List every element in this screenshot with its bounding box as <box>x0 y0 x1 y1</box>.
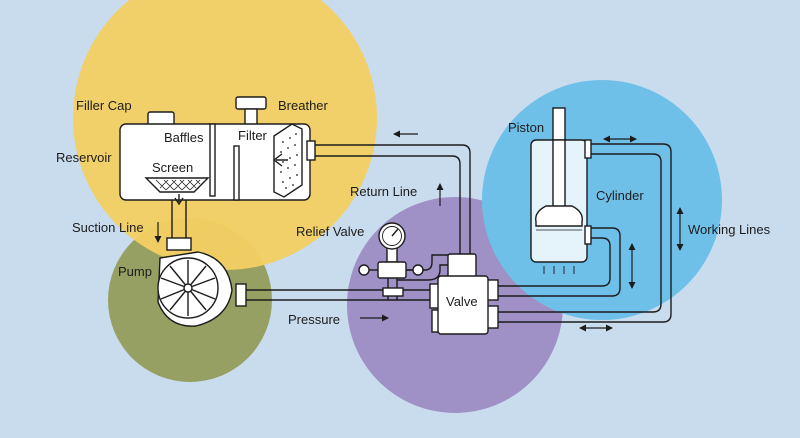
label-breather: Breather <box>278 98 329 113</box>
baffle <box>209 123 216 197</box>
cylinder <box>530 107 592 274</box>
suction-line-pipe <box>171 200 187 240</box>
label-reservoir: Reservoir <box>56 150 112 165</box>
label-pump: Pump <box>118 264 152 279</box>
label-suction-line: Suction Line <box>72 220 144 235</box>
filler-cap <box>147 111 175 126</box>
piston-head <box>535 205 583 227</box>
pump-vanes <box>160 260 216 316</box>
return-port <box>306 140 316 161</box>
relief-port <box>382 287 404 297</box>
working-line-outer <box>498 143 672 323</box>
screen-arrow <box>174 194 184 206</box>
filter-mesh <box>280 133 298 189</box>
relief-branch-pipe <box>387 254 452 300</box>
pump <box>157 251 233 327</box>
label-relief-valve: Relief Valve <box>296 224 364 239</box>
label-working-lines: Working Lines <box>688 222 771 237</box>
pressure-gauge-inner <box>382 226 402 246</box>
reservoir-tank <box>119 96 316 206</box>
gauge-needle <box>391 228 399 237</box>
relief-handwheel <box>358 264 370 276</box>
valve-top-port <box>447 253 477 279</box>
baffle <box>233 145 240 201</box>
relief-handwheel <box>412 264 424 276</box>
pressure-coupling <box>235 283 247 307</box>
working-line-inner <box>498 227 621 297</box>
label-filter: Filter <box>238 128 268 143</box>
label-valve: Valve <box>446 294 478 309</box>
cylinder-fluid-marks <box>543 266 575 274</box>
label-return-line: Return Line <box>350 184 417 199</box>
label-baffles: Baffles <box>164 130 204 145</box>
filter-arrow <box>272 153 288 167</box>
label-cylinder: Cylinder <box>596 188 644 203</box>
cylinder-port <box>584 139 592 159</box>
label-pressure: Pressure <box>288 312 340 327</box>
return-line-pipe <box>312 144 471 256</box>
screen-mesh <box>155 179 201 191</box>
labels: Filler Cap Breather Baffles Filter Reser… <box>56 98 771 327</box>
zones <box>73 0 722 413</box>
valve-body <box>437 275 489 335</box>
flow-arrows <box>154 130 684 332</box>
breather-neck <box>244 108 258 126</box>
label-filler-cap: Filler Cap <box>76 98 132 113</box>
directional-valve <box>429 253 499 335</box>
relief-valve-body <box>377 261 407 279</box>
pipes <box>166 143 672 323</box>
cylinder-port <box>584 225 592 245</box>
breather-cap <box>235 96 267 110</box>
label-screen: Screen <box>152 160 193 175</box>
label-piston: Piston <box>508 120 544 135</box>
relief-valve <box>358 222 424 297</box>
pump-hub <box>183 283 193 293</box>
suction-coupling <box>166 237 192 251</box>
